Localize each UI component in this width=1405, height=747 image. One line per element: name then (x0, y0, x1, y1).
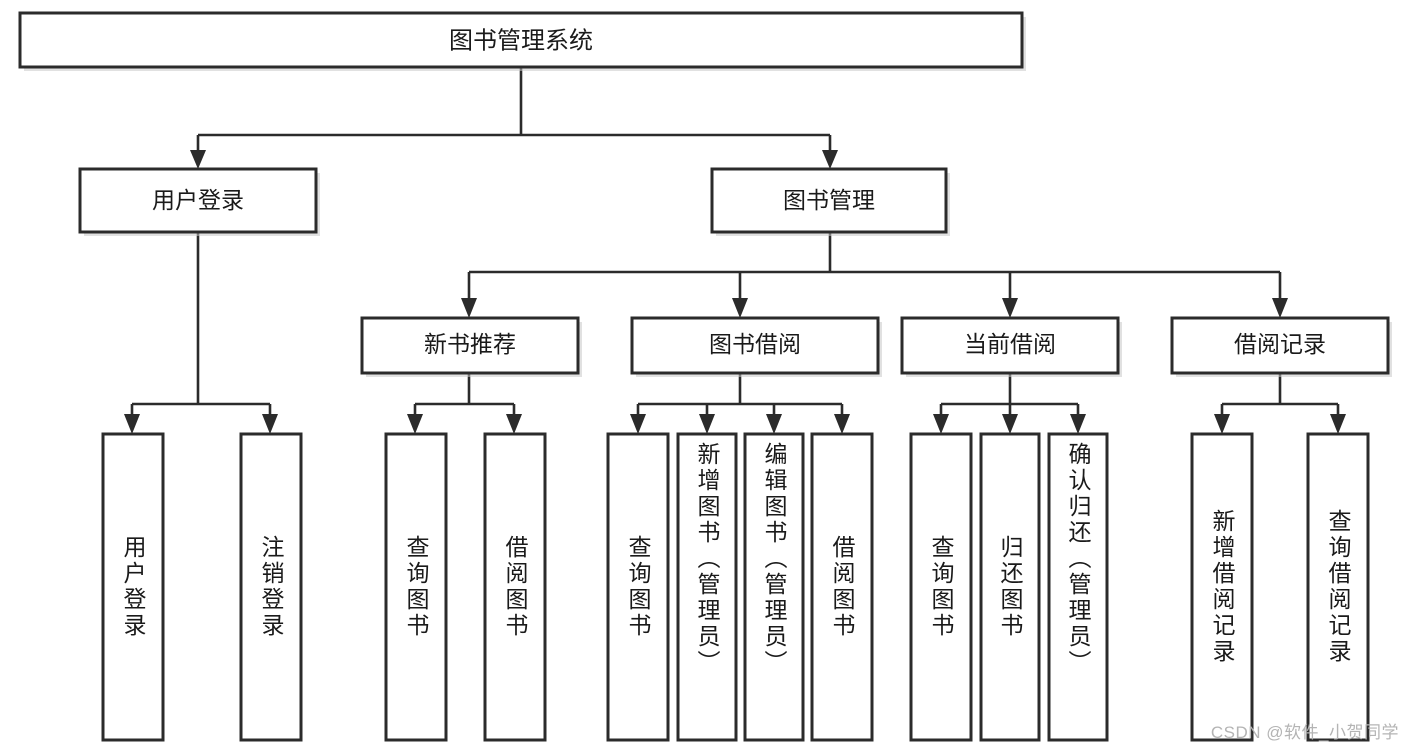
arrow-to-leaf-8 (834, 414, 850, 434)
node-login-label: 用户登录 (152, 187, 244, 213)
node-newbook-box[interactable] (360, 316, 580, 375)
node-root-label: 图书管理系统 (449, 27, 593, 54)
node-leaf-6-box[interactable] (676, 432, 738, 742)
arrow-to-leaf-7 (766, 414, 782, 434)
node-leaf-2-box[interactable] (239, 432, 303, 742)
arrow-to-leaf-5 (630, 414, 646, 434)
edge-group-bookmgmt-to-level3 (461, 232, 1288, 318)
arrow-to-leaf-1 (124, 414, 140, 434)
node-borrow[interactable]: 图书借阅 (630, 316, 882, 377)
node-bookmgmt-box[interactable] (710, 167, 948, 234)
arrow-to-leaf-2 (262, 414, 278, 434)
node-leaf-8-box[interactable] (810, 432, 874, 742)
node-records[interactable]: 借阅记录 (1170, 316, 1392, 377)
node-leaf-7-box[interactable] (743, 432, 805, 742)
arrow-to-borrow (732, 298, 748, 318)
arrow-to-leaf-10 (1002, 414, 1018, 434)
node-leaf-1-box[interactable] (101, 432, 165, 742)
arrow-to-leaf-4 (506, 414, 522, 434)
node-leaf-3-box[interactable] (384, 432, 448, 742)
node-leaf-5-box[interactable] (606, 432, 670, 742)
node-leaf-9-box[interactable] (909, 432, 973, 742)
node-current-label: 当前借阅 (964, 331, 1056, 357)
edge-group-records-to-leaves (1214, 373, 1346, 434)
node-leaf-13-box[interactable] (1306, 432, 1370, 742)
arrow-to-leaf-6 (699, 414, 715, 434)
node-root-box[interactable] (18, 11, 1024, 69)
node-bookmgmt-label: 图书管理 (783, 187, 875, 213)
node-current[interactable]: 当前借阅 (900, 316, 1122, 377)
edge-group-root-to-level2 (190, 67, 838, 169)
node-bookmgmt[interactable]: 图书管理 (710, 167, 950, 236)
edge-group-login-to-leaves (124, 232, 278, 434)
edge-group-current-to-leaves (933, 373, 1086, 434)
edge-group-newbook-to-leaves (407, 373, 522, 434)
arrow-to-leaf-12 (1214, 414, 1230, 434)
node-root[interactable]: 图书管理系统 (18, 11, 1026, 71)
watermark-text: CSDN @软件_小贺同学 (1210, 723, 1399, 742)
arrow-to-leaf-13 (1330, 414, 1346, 434)
node-newbook-label: 新书推荐 (424, 331, 516, 357)
node-leaf-11-box[interactable] (1047, 432, 1109, 742)
node-leaf-12-box[interactable] (1190, 432, 1254, 742)
node-leaf-4-box[interactable] (483, 432, 547, 742)
node-login[interactable]: 用户登录 (78, 167, 320, 236)
arrow-to-bookmgmt (822, 150, 838, 169)
arrow-to-records (1272, 298, 1288, 318)
node-borrow-box[interactable] (630, 316, 880, 375)
leaf-box-group (101, 432, 1370, 742)
arrow-to-login (190, 150, 206, 169)
arrow-to-current (1002, 298, 1018, 318)
node-newbook[interactable]: 新书推荐 (360, 316, 582, 377)
edge-group-borrow-to-leaves (630, 373, 850, 434)
node-login-box[interactable] (78, 167, 318, 234)
arrow-to-leaf-3 (407, 414, 423, 434)
node-records-box[interactable] (1170, 316, 1390, 375)
node-borrow-label: 图书借阅 (709, 331, 801, 357)
arrow-to-leaf-11 (1070, 414, 1086, 434)
arrow-to-leaf-9 (933, 414, 949, 434)
node-records-label: 借阅记录 (1234, 331, 1326, 357)
arrow-to-newbook (461, 298, 477, 318)
node-current-box[interactable] (900, 316, 1120, 375)
node-leaf-10-box[interactable] (979, 432, 1041, 742)
